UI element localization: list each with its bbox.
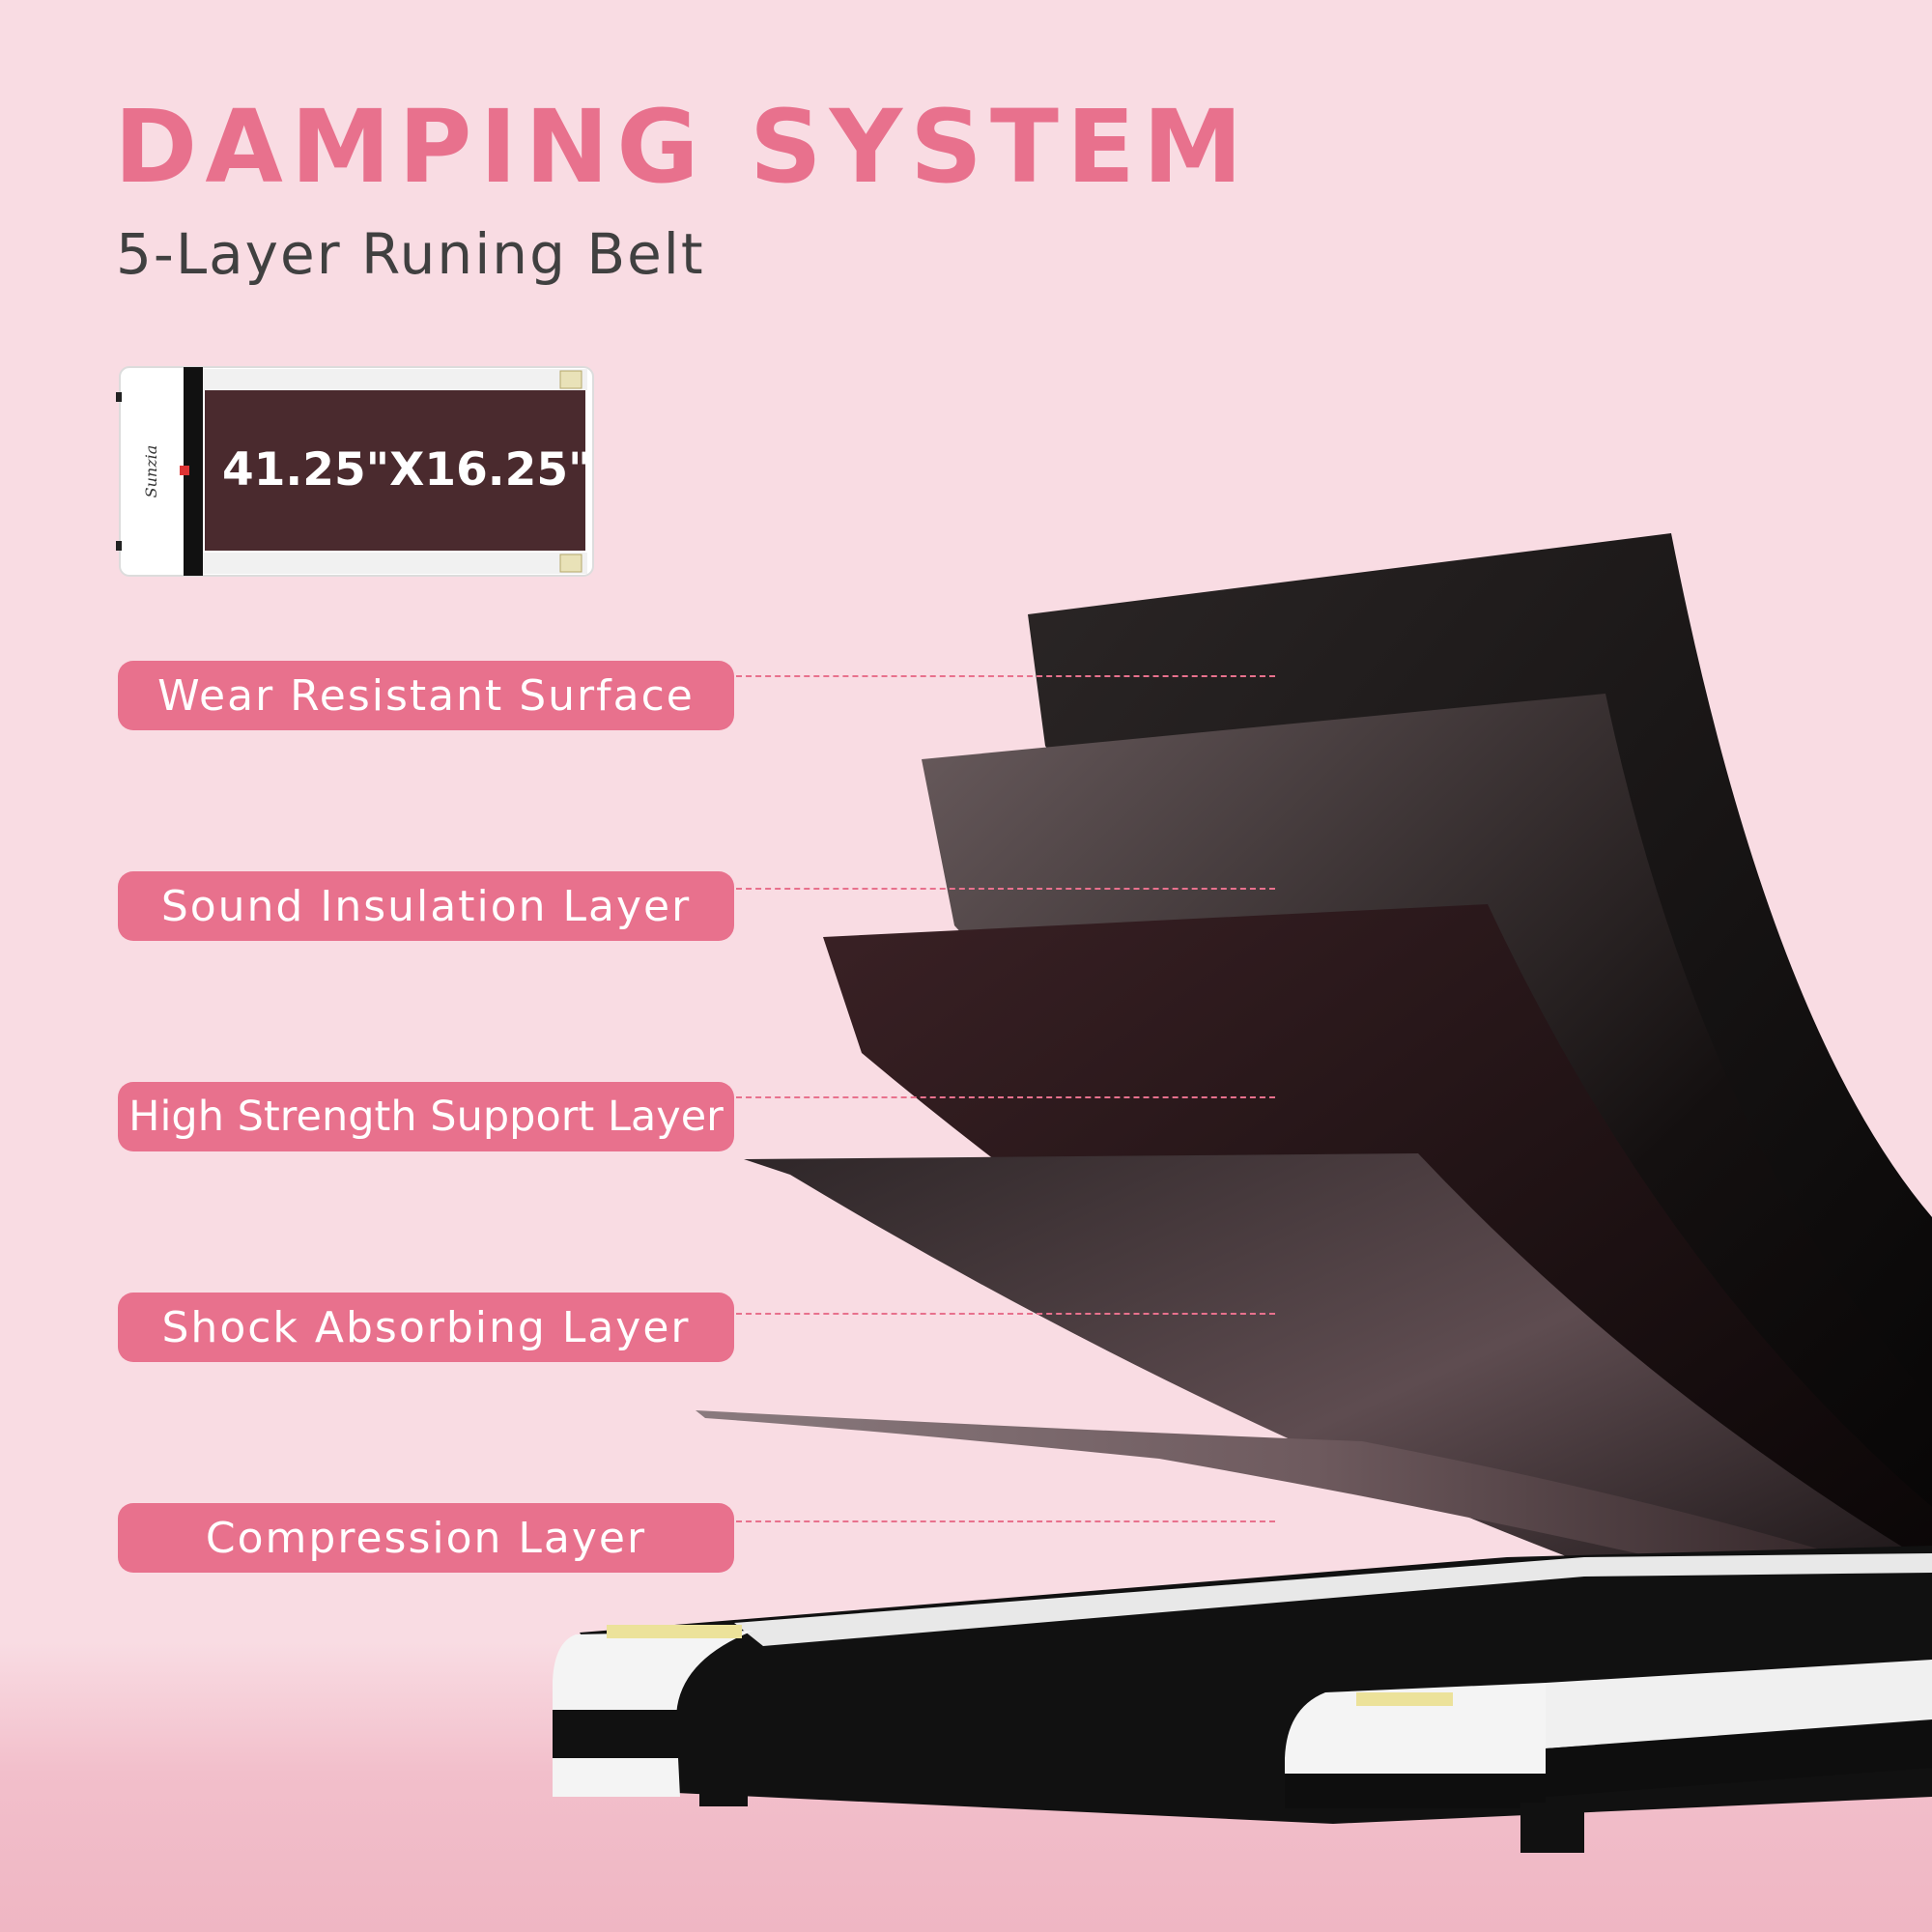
leader-line-4 [736,1313,1275,1315]
rear-cap-stripe [553,1710,688,1758]
leader-line-3 [736,1096,1275,1098]
page-subtitle: 5-Layer Runing Belt [116,221,705,287]
layer-label-sound-insulation: Sound Insulation Layer [118,871,734,941]
leader-line-5 [736,1520,1275,1522]
rear-cap-label-icon [607,1625,742,1638]
layer-label-shock-absorbing: Shock Absorbing Layer [118,1293,734,1362]
layer-label-high-strength: High Strength Support Layer [118,1082,734,1151]
layer-label-wear-resistant: Wear Resistant Surface [118,661,734,730]
page-title: DAMPING SYSTEM [114,88,1251,206]
treadmill-right-rail [1546,1660,1932,1748]
treadmill-left-rail [734,1553,1932,1646]
treadmill-rear-foot [699,1783,748,1806]
belt-dimension-text: 41.25"X16.25" [222,443,592,497]
treadmill-top-view-image: Sunzia [116,366,594,577]
leader-line-2 [736,888,1275,890]
leader-line-1 [736,675,1275,677]
front-cap-stripe [1285,1774,1546,1808]
compression-sheet [696,1410,1932,1623]
layer-label-compression: Compression Layer [118,1503,734,1573]
front-cap-label-icon [1356,1692,1453,1706]
brand-logo-icon: Sunzia [142,445,160,498]
treadmill-foot [1520,1803,1584,1853]
